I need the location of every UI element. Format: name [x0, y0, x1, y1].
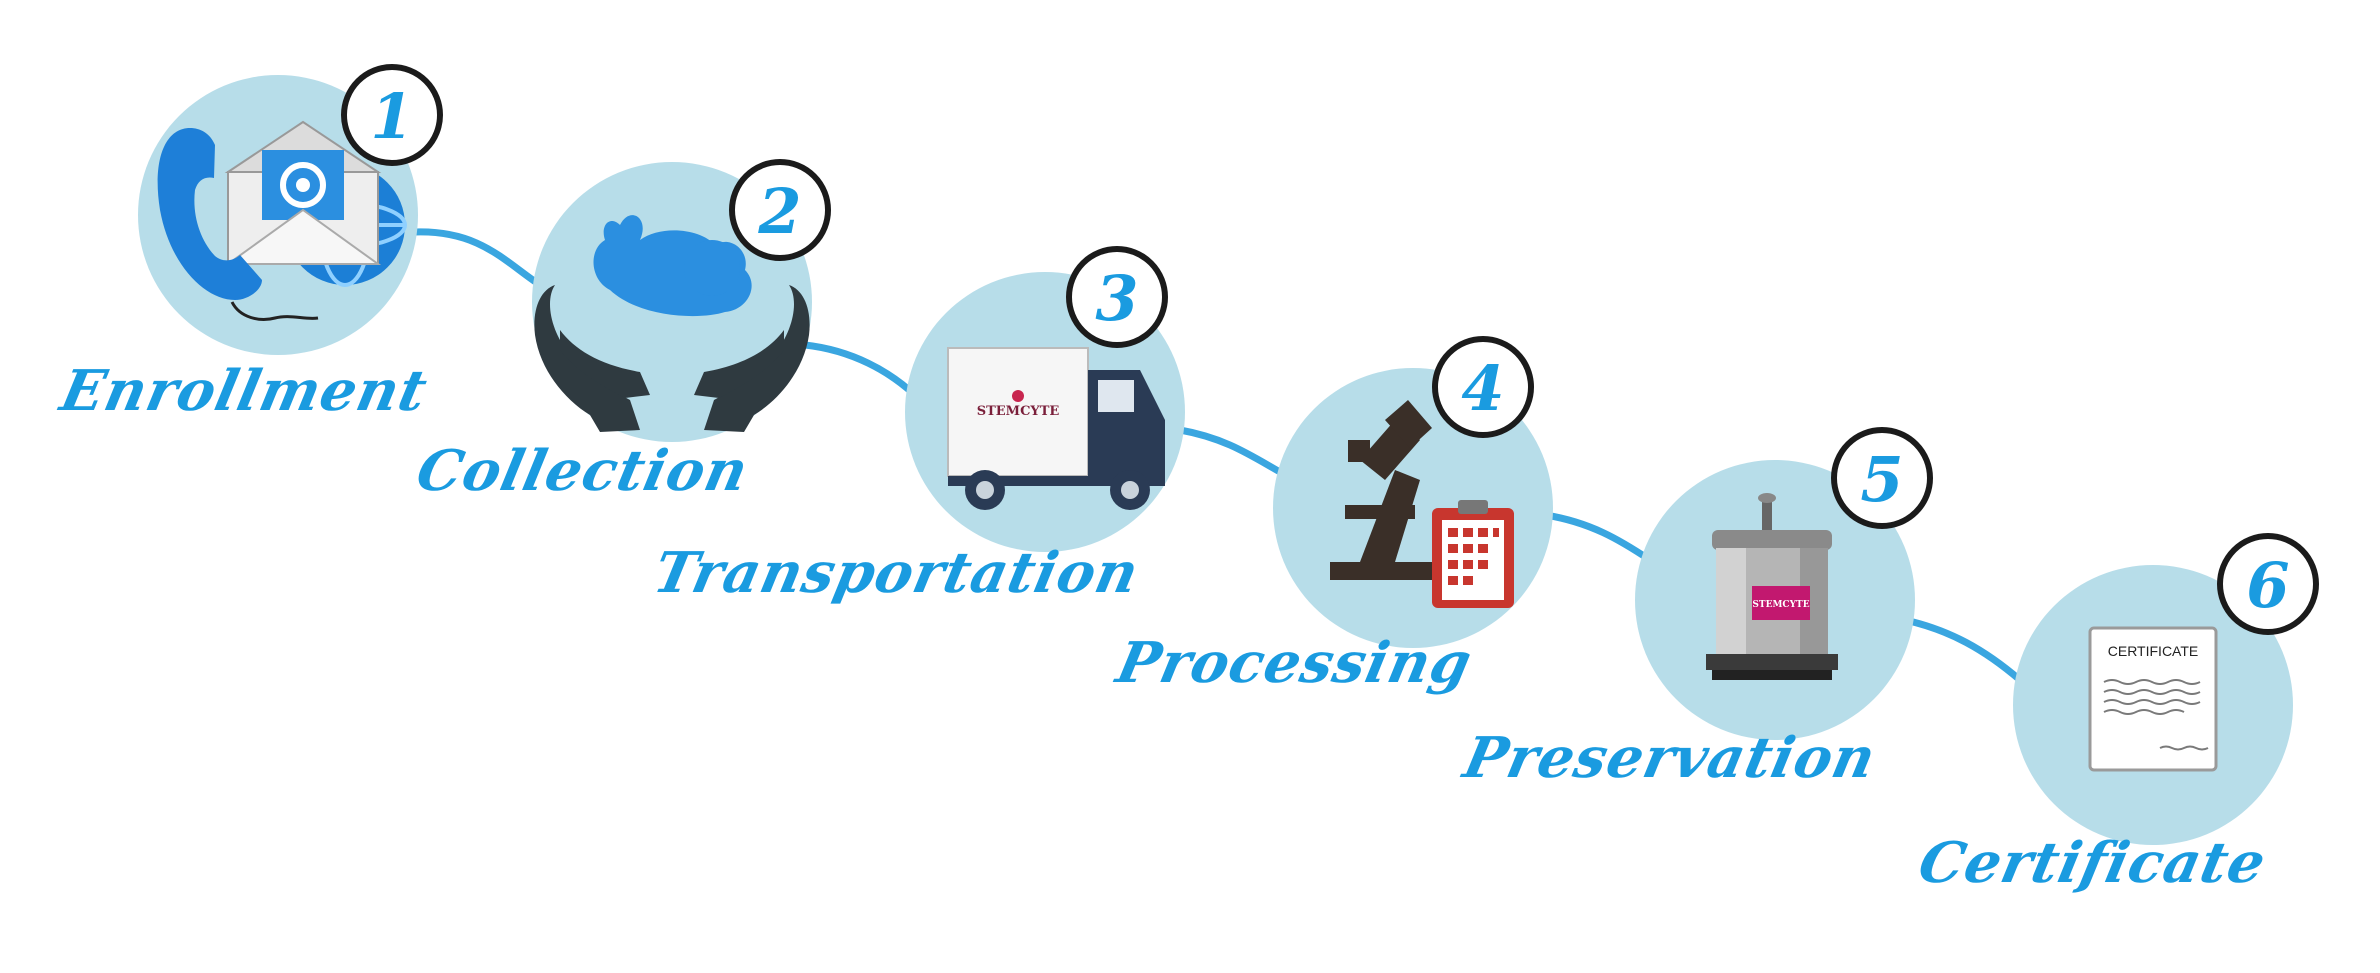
step-label-enrollment: Enrollment: [54, 358, 434, 424]
connector-1-2: [411, 228, 544, 289]
delivery-truck-icon: STEMCYTE: [947, 347, 1165, 510]
step-number-badge: 4: [1432, 336, 1534, 438]
connector-3-4: [1176, 426, 1284, 476]
step-transportation: STEMCYTE 3: [905, 246, 1185, 552]
step-number-badge: 3: [1066, 246, 1168, 348]
microscope-clipboard-icon: [1330, 400, 1514, 608]
step-number: 3: [1095, 262, 1138, 335]
step-number-badge: 2: [729, 159, 831, 261]
step-enrollment: 1: [138, 64, 443, 355]
phone-email-globe-icon: [157, 120, 407, 321]
connector-2-3: [801, 341, 924, 404]
truck-logo: STEMCYTE: [977, 404, 1060, 419]
tank-logo: STEMCYTE: [1752, 600, 1809, 610]
step-number: 6: [2246, 549, 2289, 622]
step-number: 4: [1461, 352, 1504, 425]
certificate-document-icon: CERTIFICATE: [2088, 626, 2218, 772]
step-label-collection: Collection: [410, 438, 755, 504]
step-number: 2: [757, 175, 801, 248]
step-label-preservation: Preservation: [1457, 725, 1882, 791]
certificate-heading: CERTIFICATE: [2108, 643, 2199, 659]
step-number-badge: 1: [341, 64, 443, 166]
connector-4-5: [1541, 511, 1654, 564]
step-number-badge: 5: [1831, 427, 1933, 529]
step-number-badge: 6: [2217, 533, 2319, 635]
step-number: 1: [370, 80, 413, 153]
hands-holding-baby-icon: [534, 215, 810, 432]
step-preservation: STEMCYTE 5: [1635, 427, 1933, 740]
step-label-certificate: Certificate: [1912, 830, 2273, 896]
cryo-storage-tank-icon: STEMCYTE: [1706, 493, 1838, 680]
step-label-transportation: Transportation: [647, 540, 1146, 606]
step-label-processing: Processing: [1110, 630, 1478, 696]
connectors: [411, 228, 2024, 684]
step-processing: 4: [1273, 336, 1553, 648]
step-number: 5: [1860, 443, 1903, 516]
connector-5-6: [1901, 616, 2024, 684]
step-certificate: CERTIFICATE 6: [2013, 533, 2319, 845]
step-collection: 2: [532, 159, 831, 442]
